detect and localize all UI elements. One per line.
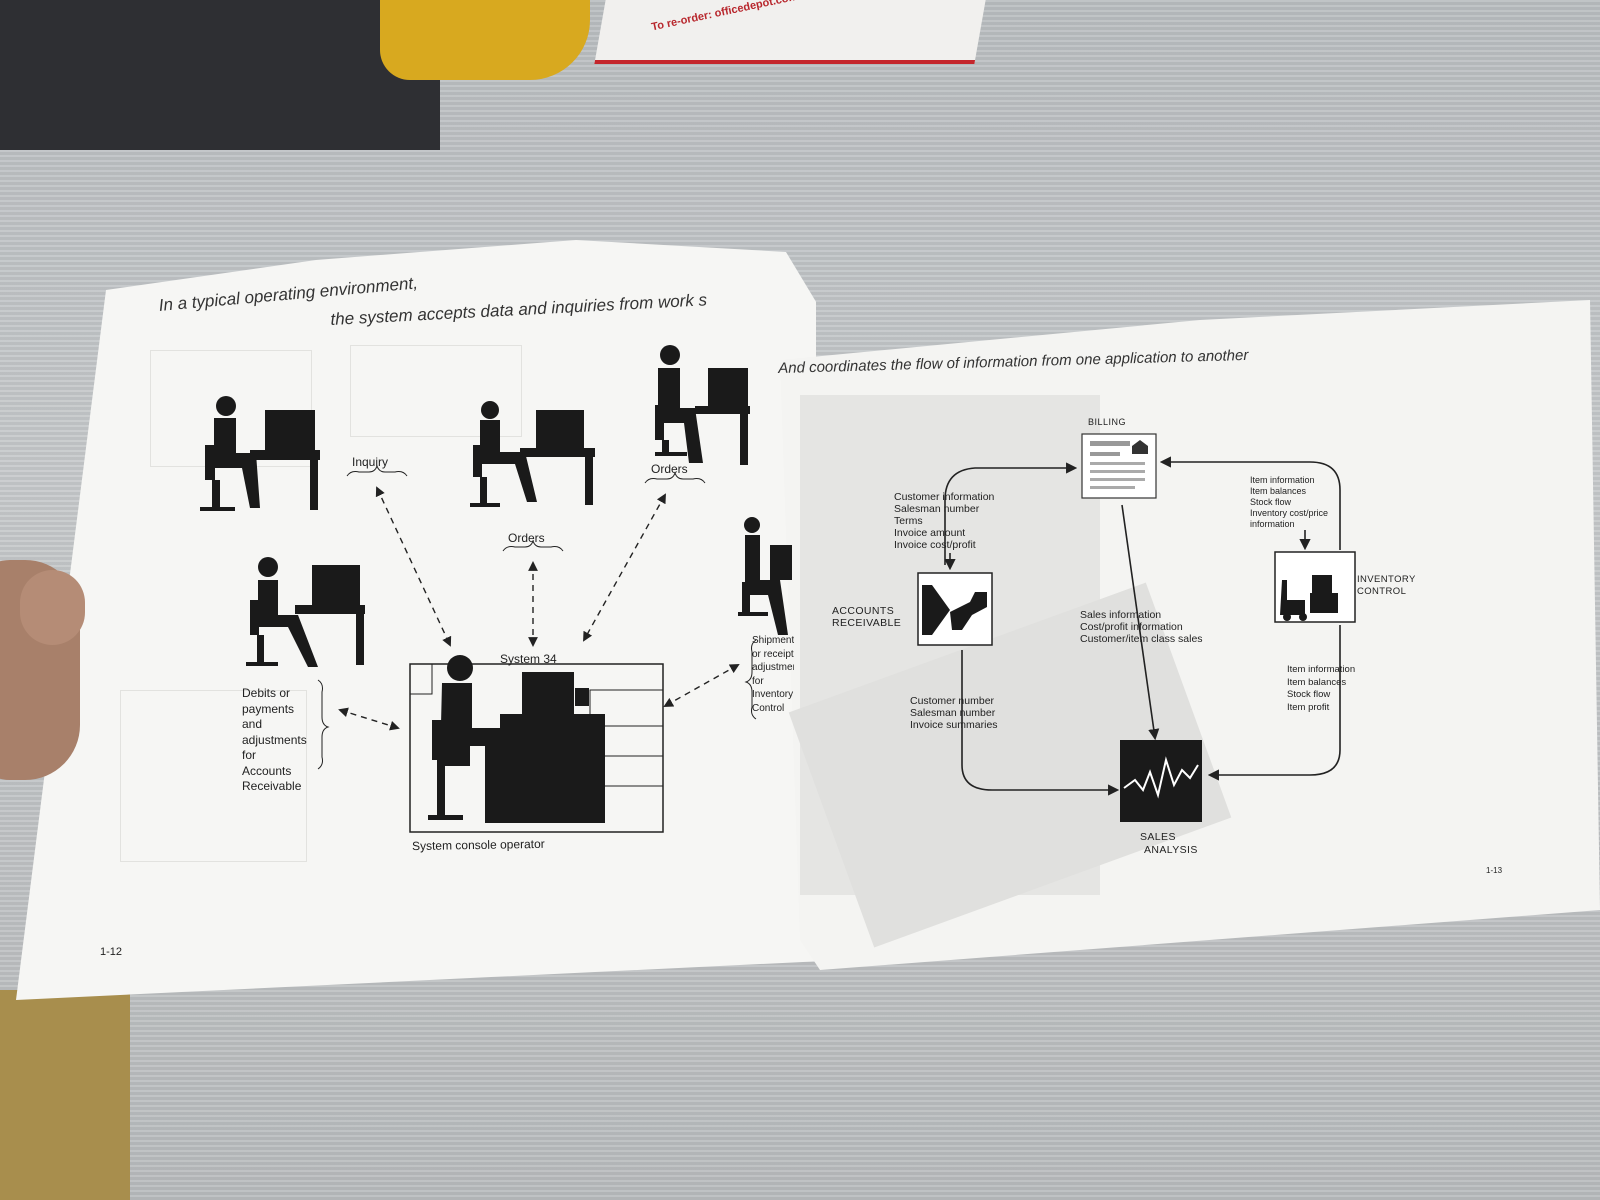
sa-line: ANALYSIS bbox=[1144, 844, 1198, 856]
customer-number-flow: Customer number Salesman number Invoice … bbox=[910, 695, 998, 731]
ar-line: ACCOUNTS bbox=[832, 605, 895, 617]
sales-analysis-label: SALES ANALYSIS bbox=[1140, 831, 1198, 857]
inventory-control-icon bbox=[1274, 551, 1356, 623]
debits-line: adjustments bbox=[242, 732, 307, 747]
item-info-top-flow: Item information Item balances Stock flo… bbox=[1250, 475, 1328, 530]
shipments-line: Inventory bbox=[752, 689, 794, 700]
ghost-box bbox=[120, 690, 307, 862]
person-icon bbox=[258, 557, 278, 577]
person-icon bbox=[216, 396, 236, 416]
shipments-line: for bbox=[752, 675, 764, 687]
person-icon bbox=[447, 655, 473, 681]
flow-lines bbox=[944, 456, 1341, 796]
ghost-box bbox=[350, 345, 522, 437]
flow-line: Sales information bbox=[1080, 609, 1162, 621]
flow-line: Salesman number bbox=[910, 707, 996, 719]
inventory-control-label: INVENTORY CONTROL bbox=[1357, 574, 1416, 598]
console-operator-label: System console operator bbox=[411, 836, 545, 854]
flow-line: Item information bbox=[1287, 664, 1356, 675]
monitor-icon bbox=[708, 368, 748, 406]
flow-line: Inventory cost/price bbox=[1250, 508, 1329, 518]
debits-line: payments bbox=[242, 701, 295, 716]
flow-line: Item balances bbox=[1287, 676, 1347, 688]
yellow-object bbox=[380, 0, 590, 80]
monitor-icon bbox=[312, 565, 360, 605]
flow-line: Cost/profit information bbox=[1080, 621, 1183, 633]
brace bbox=[744, 639, 757, 720]
flow-line: Invoice amount bbox=[894, 527, 966, 539]
sales-info-flow: Sales information Cost/profit informatio… bbox=[1080, 609, 1203, 645]
debits-line: Receivable bbox=[242, 779, 302, 793]
flow-line: Stock flow bbox=[1250, 497, 1292, 507]
debits-line: Accounts bbox=[242, 763, 292, 778]
monitor-icon bbox=[522, 672, 574, 714]
flow-line: Terms bbox=[894, 515, 923, 527]
shipments-line: Control bbox=[752, 702, 785, 714]
brace bbox=[644, 471, 706, 484]
flow-line: Salesman number bbox=[894, 503, 980, 515]
workstation-figure-4 bbox=[246, 557, 365, 667]
shipments-line: Shipments bbox=[752, 635, 794, 646]
flow-line: information bbox=[1250, 519, 1295, 529]
floor-corner bbox=[0, 990, 130, 1200]
monitor-icon bbox=[536, 410, 584, 448]
person-icon bbox=[481, 401, 499, 419]
billing-label: BILLING bbox=[1088, 417, 1127, 427]
workstation-figure-1 bbox=[200, 396, 320, 511]
sales-analysis-icon bbox=[1120, 740, 1202, 822]
workstation-figure-2 bbox=[470, 401, 595, 507]
left-page-number: 1-12 bbox=[100, 946, 123, 958]
flow-line: Item profit bbox=[1287, 701, 1330, 713]
inquiry-label: Inquiry bbox=[352, 455, 389, 469]
debits-line: for bbox=[242, 748, 257, 762]
ic-line: INVENTORY bbox=[1357, 574, 1416, 585]
flow-line: Invoice summaries bbox=[910, 719, 998, 731]
right-page-number: 1-13 bbox=[1486, 866, 1503, 875]
dashed-arrows bbox=[338, 486, 740, 731]
flow-line: Customer information bbox=[894, 491, 995, 503]
monitor-icon bbox=[770, 545, 792, 580]
item-info-bottom-flow: Item information Item balances Stock flo… bbox=[1287, 664, 1355, 714]
flow-line: Stock flow bbox=[1287, 689, 1331, 700]
dark-object bbox=[0, 0, 440, 150]
flow-line: Customer number bbox=[910, 695, 995, 707]
ic-line: CONTROL bbox=[1357, 586, 1407, 597]
orders-right-label: Orders bbox=[651, 462, 688, 476]
orders-center-label: Orders bbox=[508, 531, 545, 545]
monitor-icon bbox=[265, 410, 315, 450]
person-icon bbox=[744, 517, 760, 533]
debits-line: Debits or bbox=[242, 686, 291, 700]
shipments-line: or receipts and bbox=[752, 648, 794, 660]
customer-info-flow: Customer information Salesman number Ter… bbox=[894, 491, 994, 551]
flow-line: Item balances bbox=[1250, 486, 1307, 496]
thumb bbox=[20, 570, 85, 645]
brace bbox=[502, 539, 564, 552]
shipments-line: adjustments bbox=[752, 662, 794, 673]
debits-label: Debits or payments and adjustments for A… bbox=[242, 686, 307, 795]
shipments-label: Shipments or receipts and adjustments fo… bbox=[752, 634, 794, 715]
flow-line: Item information bbox=[1250, 475, 1315, 485]
brace bbox=[317, 679, 330, 770]
person-icon bbox=[660, 345, 680, 365]
ar-line: RECEIVABLE bbox=[832, 617, 902, 629]
debits-line: and bbox=[242, 717, 263, 731]
sa-line: SALES bbox=[1140, 831, 1176, 843]
accounts-receivable-icon bbox=[917, 572, 993, 646]
workstation-figure-3 bbox=[655, 345, 750, 465]
billing-document-icon bbox=[1081, 433, 1157, 499]
system-console bbox=[409, 655, 664, 833]
flow-line: Customer/item class sales bbox=[1080, 633, 1203, 645]
brace bbox=[346, 464, 408, 477]
workstation-figure-5 bbox=[738, 517, 792, 635]
system-34-label: System 34 bbox=[500, 652, 557, 666]
flow-line: Invoice cost/profit bbox=[894, 539, 976, 551]
accounts-receivable-label: ACCOUNTS RECEIVABLE bbox=[832, 605, 901, 629]
